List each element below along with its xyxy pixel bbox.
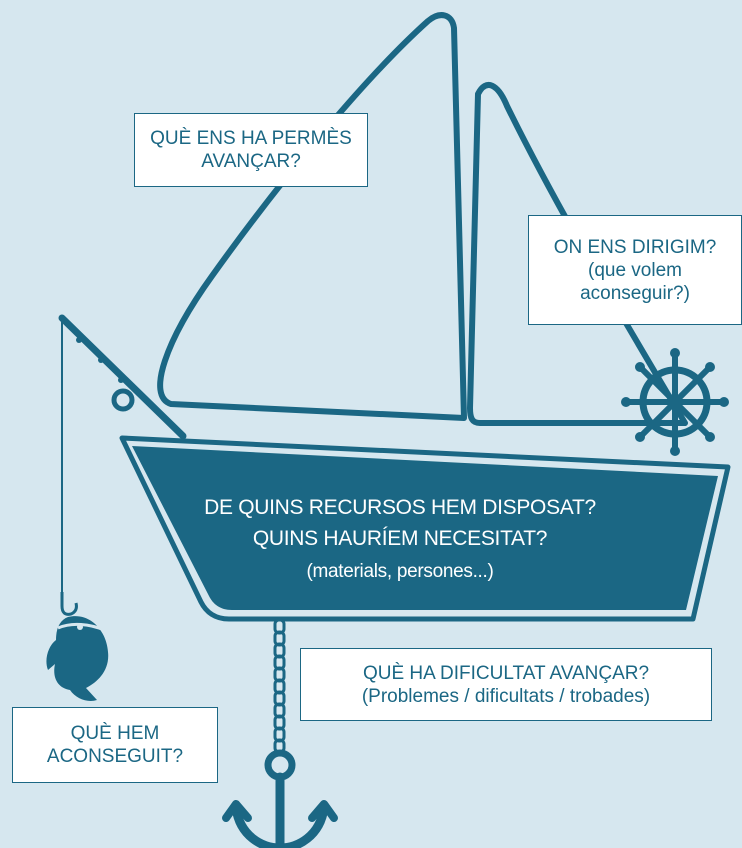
fishing-rod-icon [58,314,187,616]
anchor-line1: QUÈ HA DIFICULTAT AVANÇAR? [362,662,650,684]
left-sail [157,12,467,421]
anchor-line2: (Problemes / dificultats / trobades) [361,685,651,707]
sail-right-line3: aconseguir?) [580,282,690,304]
sail-left-line1: QUÈ ENS HA PERMÈS [150,128,352,149]
sail-left-label: QUÈ ENS HA PERMÈS AVANÇAR? [134,113,368,187]
fish-label: QUÈ HEM ACONSEGUIT? [12,707,218,783]
fish-icon [46,616,109,701]
sail-left-line2: AVANÇAR? [201,151,301,172]
sail-right-line1: ON ENS DIRIGIM? [553,236,717,258]
boat-hull [132,446,718,610]
fish-line2: ACONSEGUIT? [46,746,184,767]
anchor-icon [222,749,338,848]
chain-icon [273,618,286,754]
sail-right-label: ON ENS DIRIGIM? (que volem aconseguir?) [528,215,742,325]
hull-label: DE QUINS RECURSOS HEM DISPOSAT? QUINS HA… [170,492,630,587]
sail-right-line2: (que volem [588,259,682,281]
hull-line3: (materials, persones...) [306,561,494,582]
ship-wheel-icon [621,348,729,456]
hull-line1: DE QUINS RECURSOS HEM DISPOSAT? [204,496,596,519]
fish-line1: QUÈ HEM [70,723,160,744]
hull-line2: QUINS HAURÍEM NECESITAT? [252,527,548,550]
anchor-label: QUÈ HA DIFICULTAT AVANÇAR? (Problemes / … [300,648,712,721]
